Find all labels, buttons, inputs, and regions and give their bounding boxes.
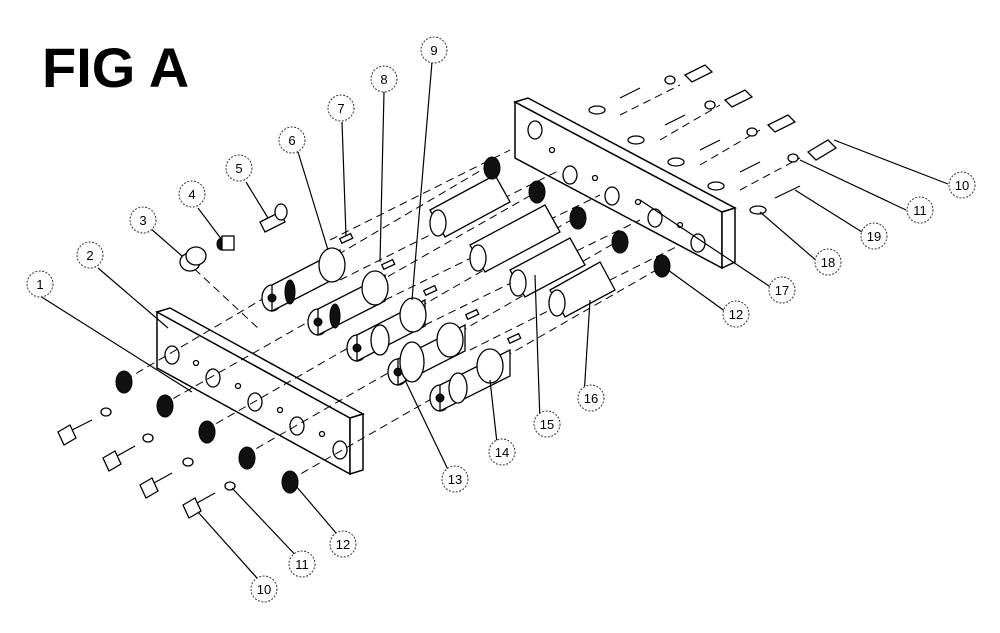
pin-5	[259, 203, 288, 233]
callout-label: 16	[584, 391, 598, 406]
callout-11-left: 11	[288, 550, 316, 578]
callout-label: 13	[448, 472, 462, 487]
bolts-right	[588, 64, 838, 215]
sleeve-16	[429, 174, 616, 318]
gear-shaft-8	[307, 270, 389, 337]
callout-label: 11	[913, 203, 927, 218]
bushing-3	[179, 246, 207, 272]
callout-label: 2	[86, 248, 93, 263]
callout-label: 9	[430, 43, 437, 58]
callout-14: 14	[488, 438, 516, 466]
keys	[338, 232, 522, 345]
bolts-left	[57, 407, 236, 519]
callout-13: 13	[441, 465, 469, 493]
figure-title: FIG A	[42, 36, 190, 99]
callout-label: 11	[295, 557, 309, 572]
callout-7: 7	[327, 94, 355, 122]
leader-lines	[39, 61, 949, 588]
needle-bearings-left	[115, 370, 299, 494]
callout-9: 9	[420, 36, 448, 64]
callout-label: 6	[288, 133, 295, 148]
left-side-plate	[155, 307, 365, 476]
callout-17: 17	[768, 276, 796, 304]
gear-shaft-6	[261, 247, 346, 313]
callout-11-right: 11	[906, 196, 934, 224]
callout-19: 19	[860, 222, 888, 250]
callout-label: 15	[540, 417, 554, 432]
right-side-plate	[513, 97, 737, 270]
callout-label: 14	[495, 445, 509, 460]
gear-shaft-13	[387, 322, 466, 387]
gear-shaft-9	[346, 297, 427, 363]
callout-12-left: 12	[329, 530, 357, 558]
callout-label: 3	[139, 213, 146, 228]
callout-4: 4	[178, 180, 206, 208]
callout-1: 1	[26, 270, 54, 298]
callout-label: 5	[235, 161, 242, 176]
callout-label: 18	[821, 255, 835, 270]
callout-18: 18	[814, 248, 842, 276]
callout-label: 8	[380, 72, 387, 87]
gear-shaft-14	[429, 348, 511, 413]
callout-5: 5	[225, 154, 253, 182]
callout-8: 8	[370, 65, 398, 93]
needle-bearings-right	[483, 156, 671, 278]
callout-label: 4	[188, 187, 195, 202]
callout-label: 10	[955, 178, 969, 193]
assembly-guide-lines	[124, 84, 801, 481]
callout-15: 15	[533, 410, 561, 438]
callout-10-left: 10	[250, 575, 278, 603]
callout-label: 10	[257, 582, 271, 597]
sleeve-15	[469, 204, 586, 298]
callout-16: 16	[577, 384, 605, 412]
callout-label: 19	[867, 229, 881, 244]
callout-label: 12	[336, 537, 350, 552]
callout-3: 3	[129, 206, 157, 234]
callout-10-right: 10	[948, 171, 976, 199]
callout-label: 7	[337, 101, 344, 116]
callout-label: 17	[775, 283, 789, 298]
callout-6: 6	[278, 126, 306, 154]
callout-label: 1	[36, 277, 43, 292]
callout-label: 12	[729, 307, 743, 322]
callout-2: 2	[76, 241, 104, 269]
callout-12-right: 12	[722, 300, 750, 328]
spring-4	[216, 235, 235, 251]
